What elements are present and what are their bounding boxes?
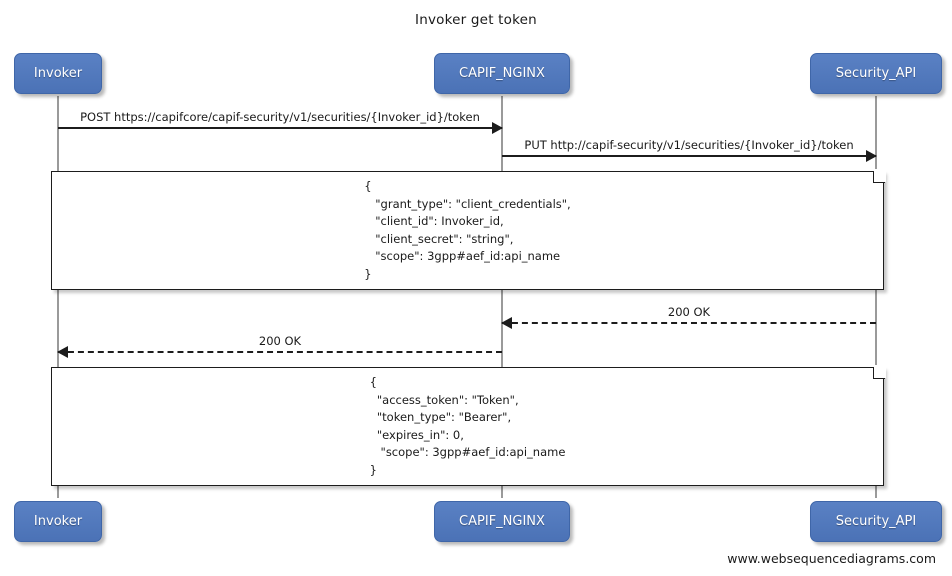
participant-security-api-bottom[interactable]: Security_API xyxy=(810,501,942,542)
note-fold-corner-icon xyxy=(872,170,885,183)
footer-attribution: www.websequencediagrams.com xyxy=(727,551,936,566)
participant-label: Invoker xyxy=(33,66,83,81)
arrowhead-left-icon xyxy=(501,317,512,329)
note-token-response: { "access_token": "Token", "token_type":… xyxy=(51,365,886,486)
note-fold-corner-icon xyxy=(872,366,885,379)
message-200-ok-security[interactable]: 200 OK xyxy=(501,305,876,329)
participant-capif-nginx-bottom[interactable]: CAPIF_NGINX xyxy=(434,501,570,542)
message-label: POST https://capifcore/capif-security/v1… xyxy=(80,110,480,124)
arrowhead-right-icon xyxy=(866,150,877,162)
participant-security-api-top[interactable]: Security_API xyxy=(810,53,942,94)
lifeline-invoker xyxy=(57,96,59,498)
message-line xyxy=(58,127,502,129)
arrowhead-left-icon xyxy=(57,346,68,358)
message-label: 200 OK xyxy=(667,305,711,319)
note-text: { "grant_type": "client_credentials", "c… xyxy=(364,179,571,281)
participant-capif-nginx-top[interactable]: CAPIF_NGINX xyxy=(434,53,570,94)
message-label: 200 OK xyxy=(258,334,302,348)
participant-label: Security_API xyxy=(835,66,917,81)
participant-label: CAPIF_NGINX xyxy=(459,66,545,81)
message-label: PUT http://capif-security/v1/securities/… xyxy=(524,138,854,152)
lifeline-security-api xyxy=(875,96,877,498)
note-body: { "access_token": "Token", "token_type":… xyxy=(52,368,883,485)
message-line xyxy=(502,155,876,157)
participant-invoker-bottom[interactable]: Invoker xyxy=(14,501,102,542)
message-line xyxy=(58,351,502,353)
participant-label: Security_API xyxy=(835,514,917,529)
lifeline-capif-nginx xyxy=(501,96,503,498)
diagram-title: Invoker get token xyxy=(415,12,537,28)
message-post-token[interactable]: POST https://capifcore/capif-security/v1… xyxy=(58,110,503,134)
participant-invoker-top[interactable]: Invoker xyxy=(14,53,102,94)
note-text: { "access_token": "Token", "token_type":… xyxy=(369,375,566,477)
message-put-token[interactable]: PUT http://capif-security/v1/securities/… xyxy=(502,138,877,162)
note-token-request: { "grant_type": "client_credentials", "c… xyxy=(51,169,886,290)
note-body: { "grant_type": "client_credentials", "c… xyxy=(52,172,883,289)
arrowhead-right-icon xyxy=(492,122,503,134)
message-line xyxy=(502,322,876,324)
participant-label: Invoker xyxy=(33,514,83,529)
participant-label: CAPIF_NGINX xyxy=(459,514,545,529)
message-200-ok-invoker[interactable]: 200 OK xyxy=(57,334,502,358)
